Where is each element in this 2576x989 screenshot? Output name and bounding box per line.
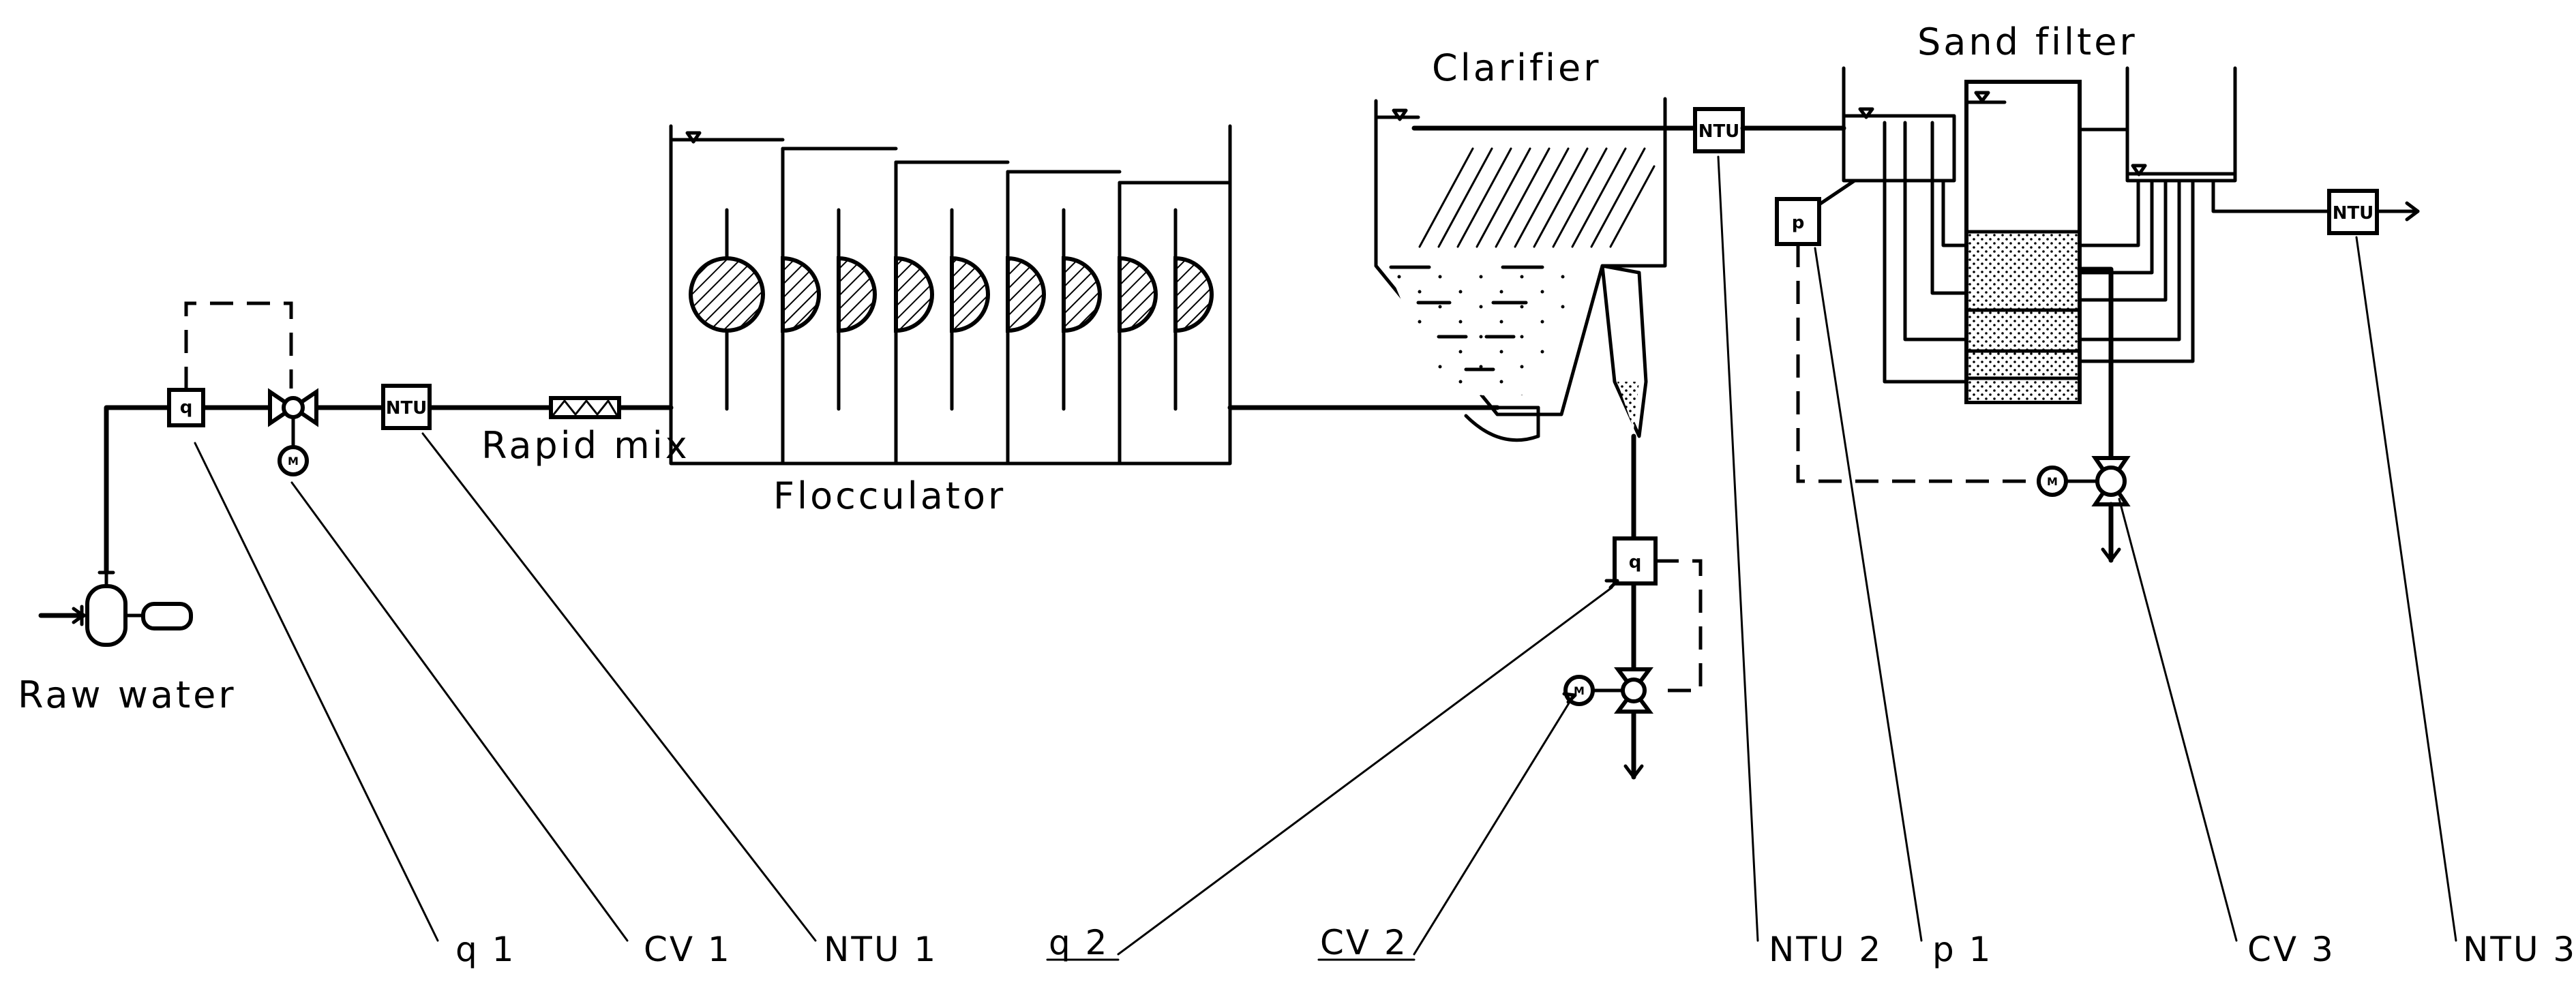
callout-labels: q 1 CV 1 NTU 1 q 2 CV 2 NTU 2 p 1 CV 3 N… [455,923,2576,969]
callout-ntu3: NTU 3 [2463,930,2576,969]
ntu3-label: NTU [2333,203,2374,224]
rapid-mix-unit [549,396,621,419]
control-loop-3 [1796,244,2039,483]
flocculator-tank [669,124,1232,466]
ntu1-label: NTU [386,398,428,419]
control-valve-cv2 [1591,667,1653,714]
ntu2-label: NTU [1698,121,1740,142]
filter-piezometer-lines-left [1883,179,1968,384]
filter-inlet-box [1842,66,1956,183]
motor-cv1 [278,445,309,476]
filter-effluent-box [2078,66,2237,363]
flow-meter-q2 [1613,536,1658,585]
clarifier-label: Clarifier [1432,46,1601,89]
callout-ntu2: NTU 2 [1769,930,1883,969]
callout-leaders [194,155,2457,956]
clarifier-tank [1374,97,1668,442]
control-valve-cv3 [2064,456,2131,563]
callout-ntu1: NTU 1 [824,930,938,969]
flow-meter-q2-label: q [1629,552,1642,573]
turbidity-meter-ntu1 [381,384,432,430]
turbidity-meter-ntu3 [2327,189,2379,235]
sludge-hopper [1600,264,1648,780]
callout-q2: q 2 [1049,923,1109,962]
callout-cv1: CV 1 [644,930,732,969]
turbidity-meter-ntu2 [1693,107,1745,153]
filter-outlet-pipe [2077,267,2114,461]
motor-cv1-label: M [288,455,299,468]
sand-filter-label: Sand filter [1917,20,2138,63]
inlet-pipe [104,405,674,575]
clarifier-lamella-plates [1418,147,1656,248]
flocculator-label: Flocculator [773,474,1006,517]
control-loop-1 [184,301,293,390]
control-valve-cv1 [268,388,318,448]
flocculator-paddles [689,256,1214,333]
ntu3-outlet-pipe [2211,179,2331,213]
motor-cv3 [2037,466,2068,497]
control-loop-2 [1656,559,1703,693]
flow-meter-q1-label: q [180,397,193,418]
raw-water-pump [38,570,193,647]
raw-water-label: Raw water [18,673,237,716]
pressure-sensor-label: p [1792,213,1805,233]
motor-cv2-label: M [1574,684,1585,697]
callout-cv2: CV 2 [1320,923,1408,962]
motor-cv3-label: M [2047,475,2058,488]
callout-cv3: CV 3 [2247,930,2335,969]
callout-p1: p 1 [1932,930,1992,969]
callout-q1: q 1 [455,930,515,969]
rapid-mix-label: Rapid mix [481,424,690,467]
sand-filter-column [1964,80,2082,404]
